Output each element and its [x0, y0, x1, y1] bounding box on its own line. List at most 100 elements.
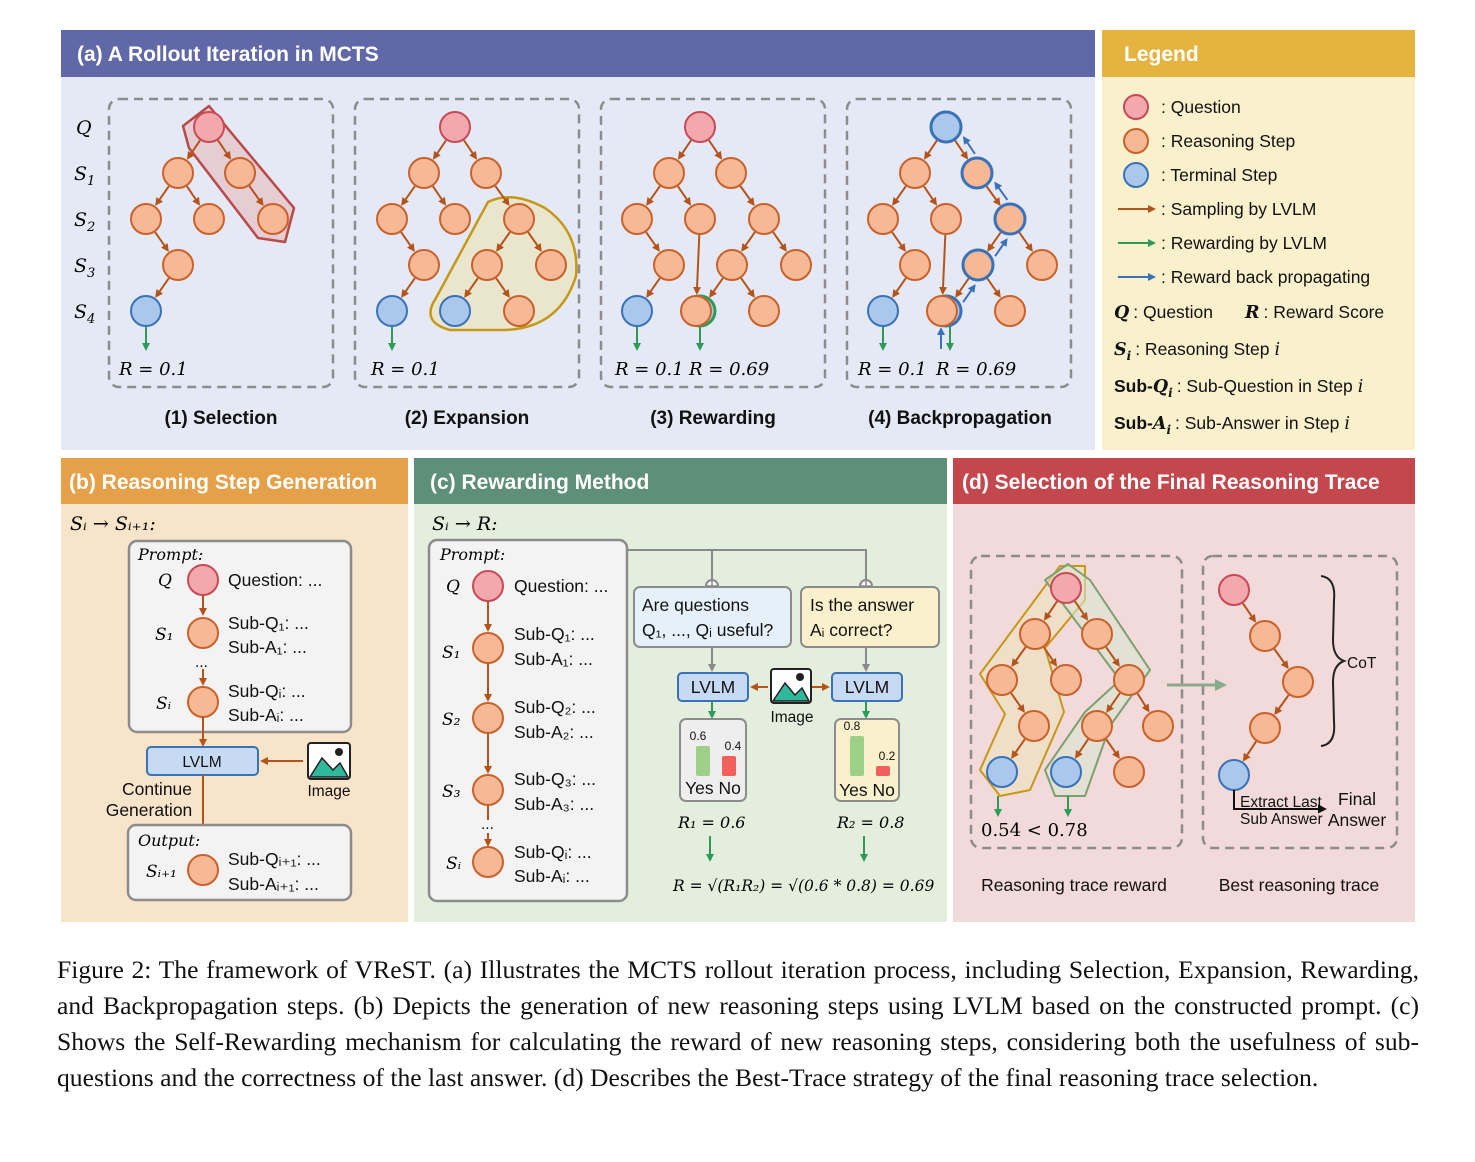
trace-node-ab — [1050, 664, 1082, 696]
prob-label-1-no: 0.4 — [725, 739, 742, 753]
probability-bars: 0.60.40.80.2 — [690, 719, 896, 776]
reward-compare: 0.54 < 0.78 — [981, 820, 1088, 841]
c-s2-node — [472, 702, 504, 734]
reward-1: R = 0.1 — [118, 359, 188, 380]
b-image-label: Image — [307, 783, 350, 800]
extract-label-1: Extract Last — [1240, 794, 1323, 811]
tree-2-node-aaa — [408, 249, 440, 281]
c-lvlm-2: LVLM — [845, 677, 889, 697]
b-s1-label: S₁ — [155, 625, 173, 645]
tree-4-node-bbb — [1026, 249, 1058, 281]
trace-node-a — [1019, 618, 1051, 650]
c-image-icon — [770, 668, 812, 704]
tree-2-node-ab — [439, 203, 471, 235]
tree-1 — [130, 111, 289, 351]
q2-line1: Is the answer — [810, 595, 914, 615]
trace-node-bbab — [1113, 756, 1145, 788]
c-si-node — [472, 846, 504, 878]
b-dots: ... — [195, 654, 208, 671]
tree-3-node-bb — [748, 203, 780, 235]
c-suba1: Sub-A₁: ... — [514, 649, 593, 669]
best-trace-node-c — [1249, 712, 1281, 744]
c-image-label: Image — [770, 709, 813, 726]
tree-2 — [376, 111, 567, 351]
tree-3-node-aa — [621, 203, 653, 235]
tree-3-node-bba — [716, 249, 748, 281]
trace-node-bba — [1081, 710, 1113, 742]
panel-d-header — [953, 458, 1415, 504]
legend-backprop: : Reward back propagating — [1161, 267, 1370, 287]
tree-1-node-ab — [193, 203, 225, 235]
c-subq1: Sub-Q₁: ... — [514, 624, 595, 644]
prob-bar-1-yes — [696, 746, 710, 776]
q1-line2: Q₁, ..., Qᵢ useful? — [642, 620, 773, 640]
b-subai1: Sub-Aᵢ₊₁: ... — [228, 874, 319, 894]
image-icon — [307, 742, 351, 780]
tree-2-node-bba — [471, 249, 503, 281]
b-continue-1: Continue — [122, 779, 192, 799]
output-box — [126, 823, 353, 902]
panel-c: (c) Rewarding Method Sᵢ → R: Prompt: Q Q… — [414, 458, 947, 922]
terminal-node-icon — [1123, 162, 1149, 188]
prob-bar-1-no — [722, 756, 736, 776]
best-trace-node-b — [1282, 666, 1314, 698]
c-subq2: Sub-Q₂: ... — [514, 697, 596, 717]
step-selection: (1) Selection — [165, 408, 278, 429]
c-si-label: Sᵢ — [446, 854, 461, 874]
b-continue-2: Generation — [106, 800, 193, 820]
reward-3b: R = 0.69 — [688, 359, 769, 380]
tree-3-node-aaa — [653, 249, 685, 281]
c-s3-label: S₃ — [442, 782, 461, 802]
question-node-icon — [1123, 94, 1149, 120]
c-s2-label: S₂ — [442, 710, 461, 730]
c-s1-node — [472, 632, 504, 664]
tree-3-node-root — [684, 111, 716, 143]
c-dots: ... — [481, 816, 494, 833]
c-s1-label: S₁ — [442, 643, 460, 663]
row-label-q: Q — [76, 117, 92, 139]
tree-3-node-aba — [680, 295, 712, 327]
b-subqi1: Sub-Qᵢ₊₁: ... — [228, 849, 321, 869]
mcts-trees — [130, 110, 1058, 351]
b-question-node — [187, 564, 219, 596]
q1-line1: Are questions — [642, 595, 749, 615]
b-s1-node — [187, 617, 219, 649]
tree-1-node-bb — [257, 203, 289, 235]
r2-value: R₂ = 0.8 — [836, 813, 904, 832]
trace-tree-left — [986, 572, 1174, 788]
legend-panel: Legend : Question : Reasoning Step : Ter… — [1102, 30, 1415, 450]
tree-2-node-a — [408, 157, 440, 189]
tree-1-node-root — [193, 111, 225, 143]
tree-3-node-aaaa — [621, 295, 653, 327]
panel-b-formula: Sᵢ → Sᵢ₊₁: — [70, 513, 156, 535]
reward-4b: R = 0.69 — [935, 359, 1016, 380]
trace-node-aaaa — [986, 756, 1018, 788]
row-labels: Q S1 S2 S3 S4 — [74, 117, 95, 327]
prob-bar-2-no — [876, 766, 890, 776]
panel-c-title: (c) Rewarding Method — [430, 471, 649, 494]
tree-2-node-bbab — [503, 295, 535, 327]
panel-b-header — [61, 458, 408, 504]
tree-2-node-aa — [376, 203, 408, 235]
b-si-label: Sᵢ — [156, 694, 171, 714]
panel-d: (d) Selection of the Final Reasoning Tra… — [953, 458, 1415, 922]
panel-a-title: (a) A Rollout Iteration in MCTS — [77, 43, 379, 66]
row-label-s3: S3 — [74, 255, 95, 281]
yes-no-1: Yes No — [685, 778, 741, 798]
trace-tree-right — [1218, 574, 1314, 791]
prob-box-1 — [679, 718, 747, 802]
trace-node-bbb — [1142, 710, 1174, 742]
prompt-box — [127, 539, 353, 734]
tree-2-node-bbaa — [439, 295, 471, 327]
c-prompt-label: Prompt: — [439, 545, 505, 564]
panel-c-header — [414, 458, 947, 504]
correctness-question-box — [800, 586, 940, 648]
best-trace-node-a — [1249, 620, 1281, 652]
tree-3-node-bbab — [748, 295, 780, 327]
c-subq3: Sub-Q₃: ... — [514, 769, 596, 789]
c-s3-node — [472, 774, 504, 806]
tree-1-node-a — [162, 157, 194, 189]
